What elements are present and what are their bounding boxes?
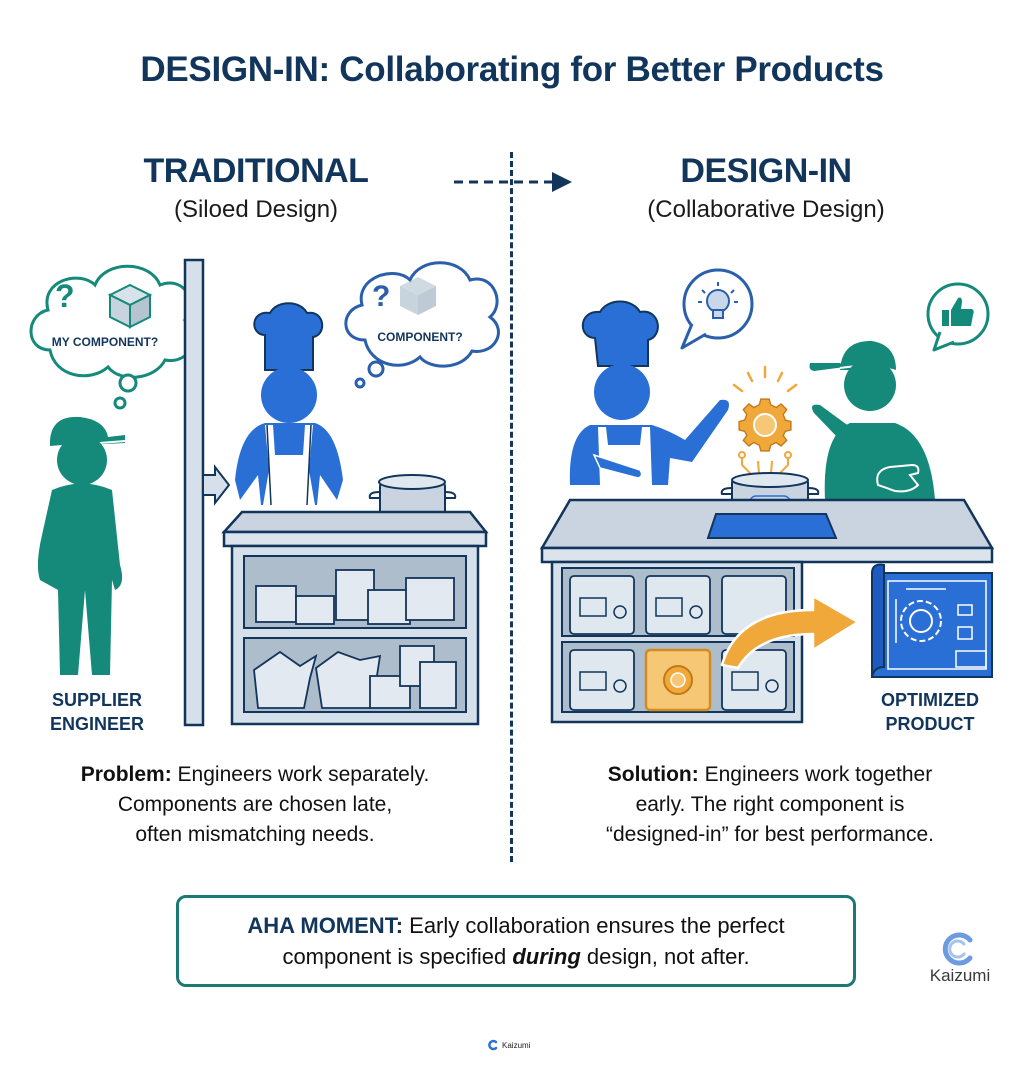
blurred-box-icon — [400, 277, 436, 315]
collaborative-chef-figure — [569, 300, 729, 485]
traditional-subheading: (Siloed Design) — [173, 196, 339, 223]
optimized-label-line1: OPTIMIZED — [881, 690, 979, 710]
page-title: DESIGN-IN: Collaborating for Better Prod… — [140, 50, 884, 89]
aha-moment-box: AHA MOMENT: Early collaboration ensures … — [176, 895, 856, 987]
glowing-gear-icon — [732, 365, 798, 488]
silo-wall — [183, 258, 231, 727]
blueprint-pad — [706, 513, 838, 539]
lightbulb-speech-bubble — [680, 268, 754, 350]
transition-arrow-icon — [454, 172, 572, 192]
chef-thought-cloud — [344, 261, 500, 389]
traditional-heading: TRADITIONAL — [143, 152, 369, 190]
design-in-subheading: (Collaborative Design) — [647, 196, 885, 223]
traditional-counter — [221, 474, 489, 726]
orange-curved-arrow-icon — [720, 594, 860, 670]
thumbs-up-speech-bubble — [926, 282, 990, 352]
footer-kaizumi-logo-icon — [488, 1039, 498, 1051]
supplier-label-line2: ENGINEER — [49, 714, 145, 734]
solution-text: Solution: Engineers work together early.… — [606, 763, 934, 846]
optimized-label-line2: PRODUCT — [885, 714, 975, 734]
optimized-product-blueprint — [871, 563, 993, 678]
kaizumi-logo-icon — [942, 932, 973, 966]
solution-label: Solution: — [607, 763, 699, 786]
collaborative-supplier-figure — [809, 340, 935, 500]
supplier-engineer-figure — [37, 416, 126, 675]
problem-label: Problem: — [80, 763, 172, 786]
center-divider — [510, 152, 513, 862]
supplier-label-line1: SUPPLIER — [51, 690, 143, 710]
chef-question-mark-icon: ? — [372, 280, 391, 313]
lightbulb-icon — [698, 282, 738, 319]
footer-brand: Kaizumi — [488, 1039, 531, 1051]
chef-thought-text: COMPONENT? — [377, 330, 463, 344]
aha-label: AHA MOMENT: — [247, 913, 404, 938]
footer-brand-text: Kaizumi — [502, 1040, 531, 1050]
design-in-heading: DESIGN-IN — [680, 152, 852, 190]
traditional-chef-figure — [235, 302, 343, 506]
gear-icon — [900, 600, 942, 642]
question-mark-icon: ? — [55, 278, 75, 314]
collaborative-counter — [539, 472, 995, 724]
supplier-thought-text: MY COMPONENT? — [51, 335, 159, 349]
emphasis-during: during — [512, 944, 581, 969]
thumbs-up-icon — [942, 297, 974, 326]
problem-text: Problem: Engineers work separately. Comp… — [80, 763, 430, 846]
kaizumi-brand-text: Kaizumi — [929, 966, 991, 985]
supplier-thought-cloud — [29, 264, 196, 410]
box-icon — [107, 283, 153, 329]
